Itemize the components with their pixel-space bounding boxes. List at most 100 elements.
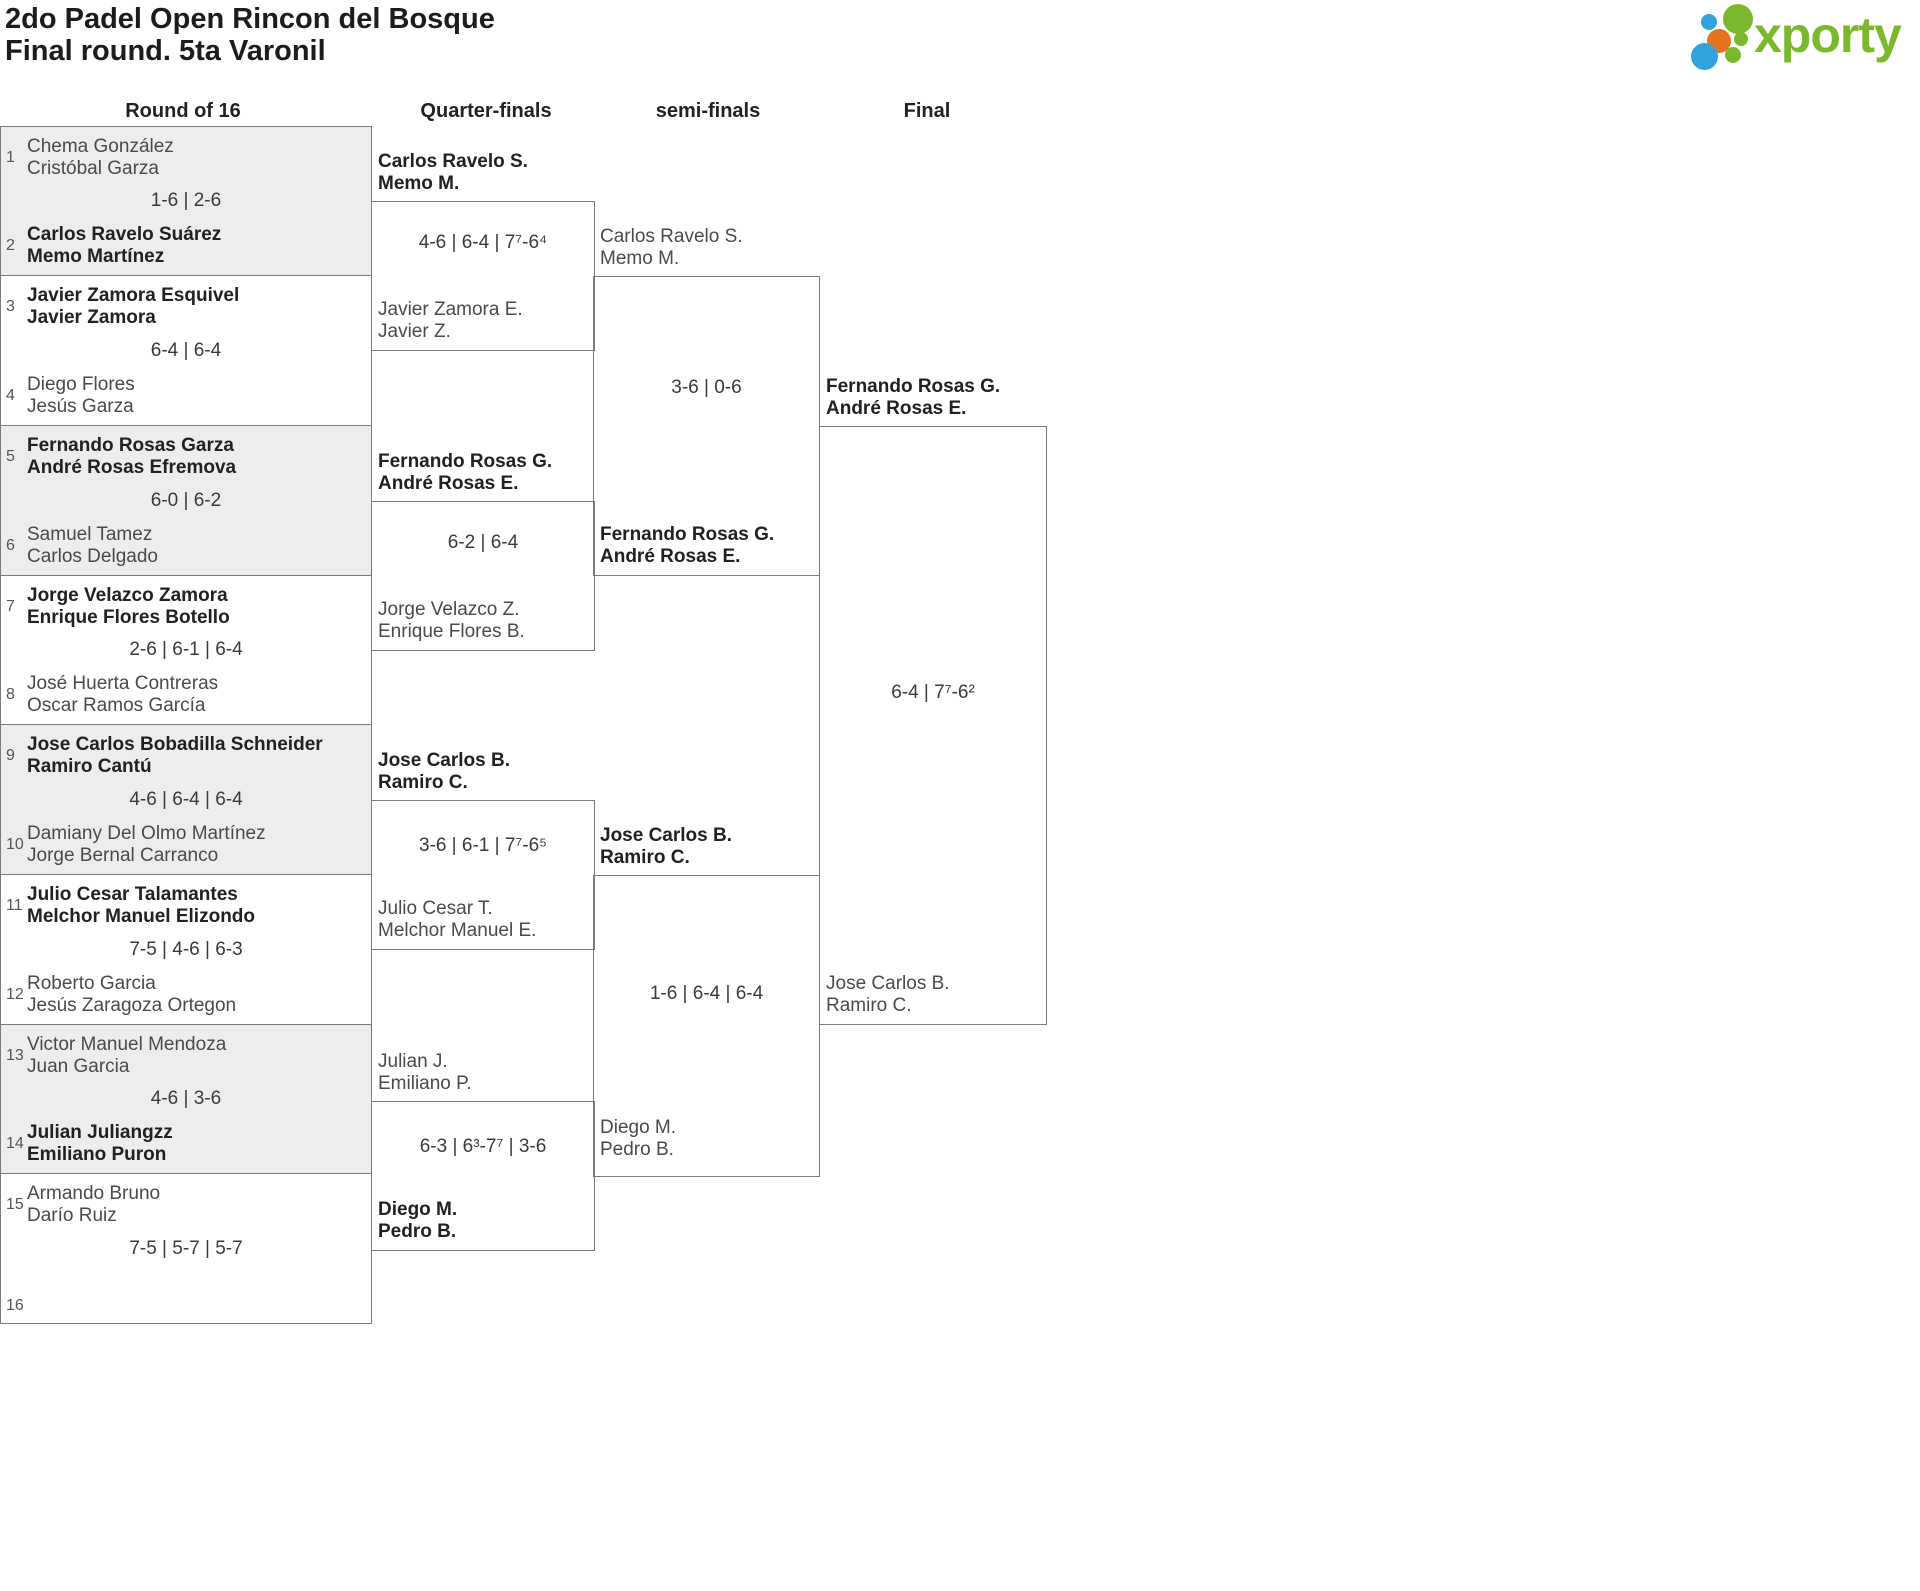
team-names: Armando Bruno Darío Ruiz (27, 1183, 161, 1226)
seed-number: 14 (6, 1134, 24, 1152)
team-names: Fernando Rosas G. André Rosas E. (826, 376, 1001, 419)
r16-match-6: 11 Julio Cesar Talamantes Melchor Manuel… (0, 875, 372, 1025)
logo-dot-green-large (1723, 4, 1753, 34)
logo-dot-blue-small (1701, 14, 1717, 30)
r16-match-8: 15 Armando Bruno Darío Ruiz 7-5 | 5-7 | … (0, 1174, 372, 1324)
seed-number: 15 (6, 1195, 24, 1213)
team-slot: 4 Diego Flores Jesús Garza (6, 374, 135, 417)
seed-number: 16 (6, 1297, 24, 1314)
sf-match-2: Jose Carlos B. Ramiro C. 1-6 | 6-4 | 6-4… (593, 825, 820, 1177)
seed-number: 3 (6, 297, 15, 315)
team-slot: 2 Carlos Ravelo Suárez Memo Martínez (6, 224, 221, 267)
match-score: 7-5 | 4-6 | 6-3 (129, 938, 243, 960)
qf-match-1: Carlos Ravelo S. Memo M. 4-6 | 6-4 | 7⁷-… (371, 151, 595, 351)
seed-number: 1 (6, 148, 15, 166)
match-score: 2-6 | 6-1 | 6-4 (129, 639, 243, 660)
qf-match-4: Julian J. Emiliano P. 6-3 | 6³-7⁷ | 3-6 … (371, 1051, 595, 1251)
logo-dot-blue-large (1691, 43, 1718, 70)
r16-match-3: 5 Fernando Rosas Garza André Rosas Efrem… (0, 426, 372, 576)
r16-match-5: 9 Jose Carlos Bobadilla Schneider Ramiro… (0, 725, 372, 875)
team-names: Victor Manuel Mendoza Juan Garcia (27, 1034, 227, 1077)
logo-dot-green-small (1725, 47, 1741, 63)
seed-number: 12 (6, 985, 24, 1003)
xporty-logo[interactable]: xporty (1688, 0, 1920, 78)
team-slot: 1 Chema González Cristóbal Garza (6, 136, 174, 179)
team-names: Damiany Del Olmo Martínez Jorge Bernal C… (27, 823, 266, 866)
match-score: 6-3 | 6³-7⁷ | 3-6 (419, 1136, 547, 1157)
match-score: 6-0 | 6-2 (150, 489, 222, 511)
seed-number: 13 (6, 1046, 24, 1064)
r16-match-7: 13 Victor Manuel Mendoza Juan Garcia 4-6… (0, 1025, 372, 1174)
column-header-round-of-16: Round of 16 (125, 100, 241, 122)
match-score: 6-4 | 6-4 (150, 339, 222, 361)
qf-match-3: Jose Carlos B. Ramiro C. 3-6 | 6-1 | 7⁷-… (371, 750, 595, 950)
column-header-final: Final (903, 100, 951, 122)
team-names: Fernando Rosas Garza André Rosas Efremov… (27, 435, 237, 478)
team-names: Julio Cesar Talamantes Melchor Manuel El… (27, 884, 256, 927)
team-slot: 14 Julian Juliangzz Emiliano Puron (6, 1122, 173, 1165)
team-names: Jorge Velazco Z. Enrique Flores B. (378, 599, 525, 642)
match-score: 1-6 | 2-6 (150, 190, 222, 211)
tournament-name: 2do Padel Open Rincon del Bosque (5, 3, 495, 35)
team-slot: 10 Damiany Del Olmo Martínez Jorge Berna… (6, 823, 266, 866)
team-slot: 16 (6, 1297, 27, 1315)
team-names: Carlos Ravelo S. Memo M. (600, 226, 743, 269)
match-score: 6-2 | 6-4 (447, 532, 519, 553)
r16-match-1: 1 Chema González Cristóbal Garza 1-6 | 2… (0, 126, 372, 276)
team-names: Diego Flores Jesús Garza (27, 374, 135, 417)
team-names: Jose Carlos B. Ramiro C. (378, 750, 510, 793)
final-match: Fernando Rosas G. André Rosas E. 6-4 | 7… (819, 376, 1047, 1025)
seed-number: 2 (6, 236, 15, 254)
team-names: Julio Cesar T. Melchor Manuel E. (378, 898, 537, 941)
team-slot: 8 José Huerta Contreras Oscar Ramos Garc… (6, 673, 218, 716)
column-header-semi-finals: semi-finals (655, 100, 761, 122)
team-names: Jose Carlos B. Ramiro C. (600, 825, 732, 868)
team-slot: 13 Victor Manuel Mendoza Juan Garcia (6, 1034, 226, 1077)
team-names: Julian Juliangzz Emiliano Puron (27, 1122, 173, 1165)
team-names: Jorge Velazco Zamora Enrique Flores Bote… (27, 585, 230, 628)
seed-number: 6 (6, 536, 15, 554)
match-score: 3-6 | 6-1 | 7⁷-6⁵ (418, 835, 548, 856)
team-names: José Huerta Contreras Oscar Ramos García (27, 673, 219, 716)
seed-number: 4 (6, 386, 15, 404)
team-names: Diego M. Pedro B. (378, 1199, 458, 1242)
team-names: Javier Zamora E. Javier Z. (378, 299, 523, 342)
logo-dot-green-mid (1734, 32, 1748, 46)
team-names: Fernando Rosas G. André Rosas E. (600, 524, 775, 567)
team-names: Carlos Ravelo Suárez Memo Martínez (27, 224, 222, 267)
match-score: 4-6 | 6-4 | 7⁷-6⁴ (418, 232, 548, 253)
match-score: 7-5 | 5-7 | 5-7 (129, 1237, 243, 1259)
seed-number: 5 (6, 447, 15, 465)
team-names: Jose Carlos Bobadilla Schneider Ramiro C… (27, 734, 323, 777)
seed-number: 7 (6, 597, 15, 615)
r16-match-2: 3 Javier Zamora Esquivel Javier Zamora 6… (0, 276, 372, 426)
team-names: Diego M. Pedro B. (600, 1117, 677, 1160)
team-names: Jose Carlos B. Ramiro C. (826, 973, 950, 1016)
team-slot: 11 Julio Cesar Talamantes Melchor Manuel… (6, 884, 255, 927)
page-title: 2do Padel Open Rincon del Bosque Final r… (5, 3, 495, 67)
team-names: Julian J. Emiliano P. (378, 1051, 472, 1094)
match-score: 4-6 | 6-4 | 6-4 (129, 788, 243, 810)
match-score: 3-6 | 0-6 (671, 377, 742, 398)
round-category: Final round. 5ta Varonil (5, 35, 326, 67)
seed-number: 9 (6, 746, 15, 764)
seed-number: 10 (6, 835, 24, 853)
team-names: Carlos Ravelo S. Memo M. (378, 151, 528, 194)
team-slot: 9 Jose Carlos Bobadilla Schneider Ramiro… (6, 734, 323, 777)
team-slot: 7 Jorge Velazco Zamora Enrique Flores Bo… (6, 585, 230, 628)
team-slot: 12 Roberto Garcia Jesús Zaragoza Ortegon (6, 973, 236, 1016)
team-slot: 5 Fernando Rosas Garza André Rosas Efrem… (6, 435, 236, 478)
team-names: Roberto Garcia Jesús Zaragoza Ortegon (27, 973, 237, 1016)
team-slot: 15 Armando Bruno Darío Ruiz (6, 1183, 160, 1226)
team-names: Fernando Rosas G. André Rosas E. (378, 451, 553, 494)
logo-wordmark: xporty (1754, 7, 1902, 63)
team-slot: 6 Samuel Tamez Carlos Delgado (6, 524, 158, 567)
seed-number: 11 (6, 896, 23, 914)
match-score: 4-6 | 3-6 (150, 1088, 222, 1109)
match-score: 1-6 | 6-4 | 6-4 (649, 983, 764, 1004)
r16-match-4: 7 Jorge Velazco Zamora Enrique Flores Bo… (0, 576, 372, 725)
team-slot: 3 Javier Zamora Esquivel Javier Zamora (6, 285, 239, 328)
sf-match-1: Carlos Ravelo S. Memo M. 3-6 | 0-6 Ferna… (593, 226, 820, 576)
column-header-quarter-finals: Quarter-finals (420, 100, 552, 122)
